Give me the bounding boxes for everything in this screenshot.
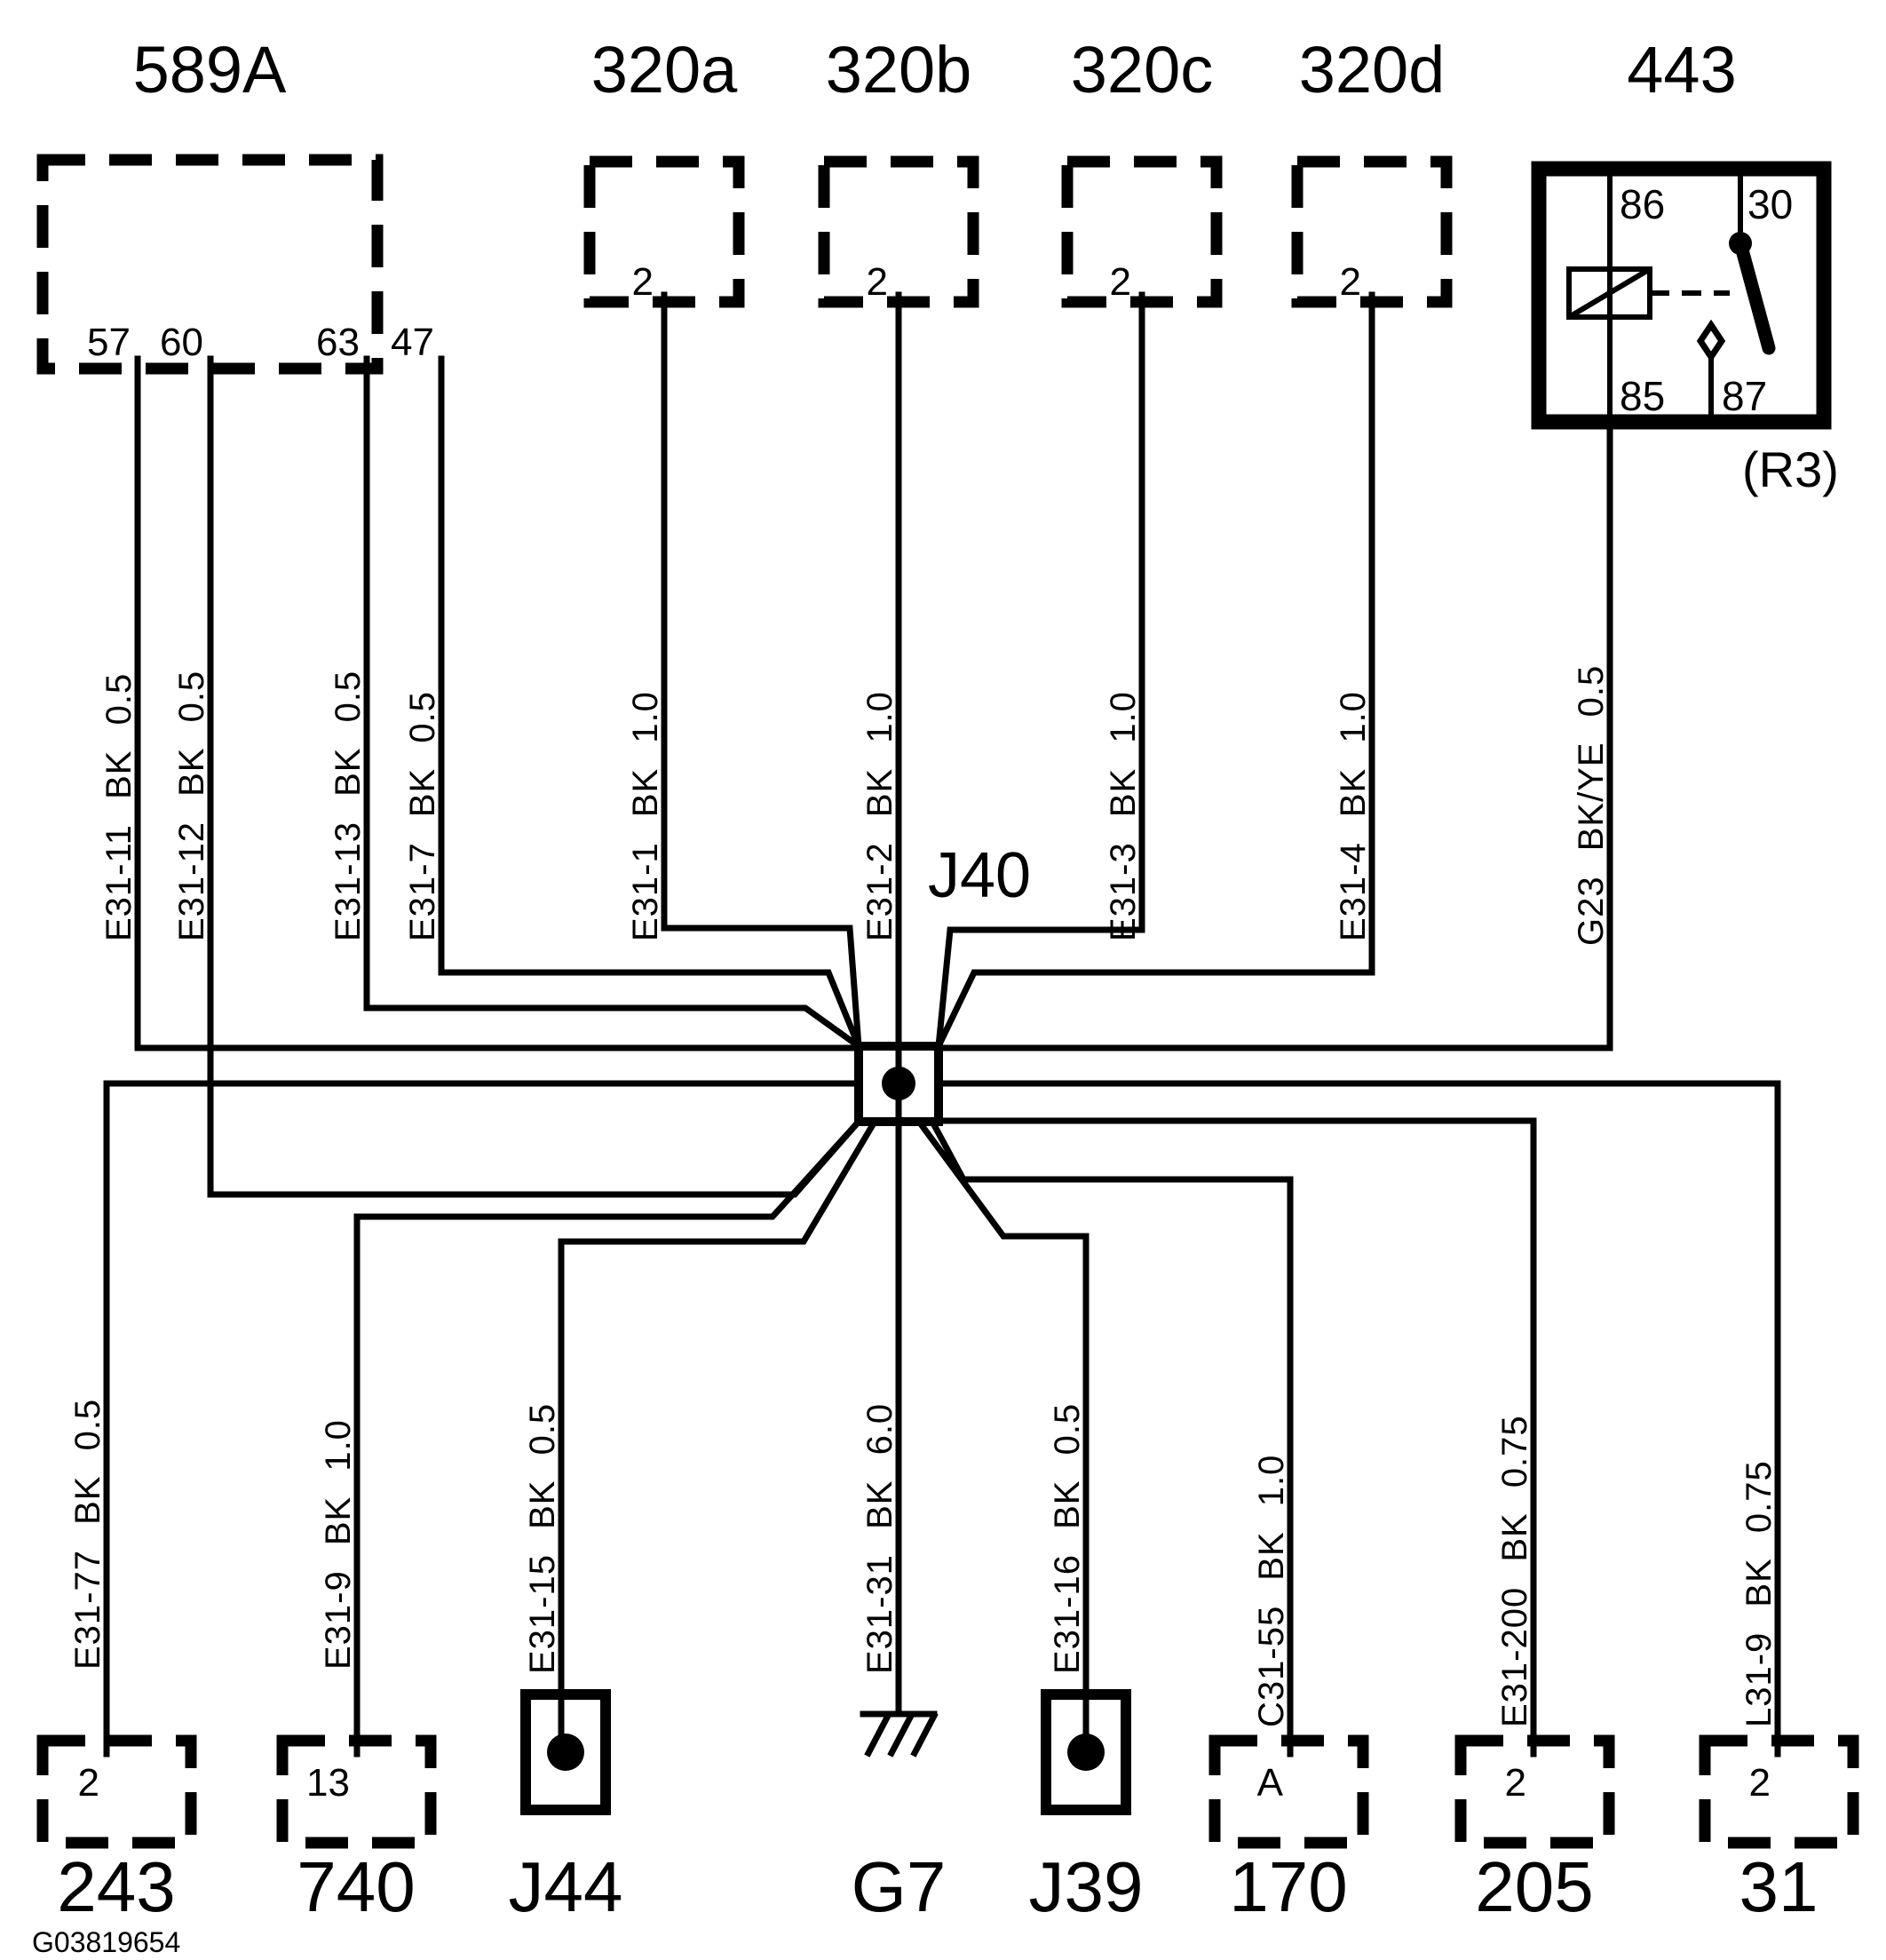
- splice-j44-box: [520, 1689, 611, 1815]
- pin-589a-57: 57: [87, 321, 131, 364]
- relay-contact-diamond-icon: [1696, 319, 1726, 363]
- connector-box-589a: [36, 154, 384, 375]
- relay-ref-r3: (R3): [1742, 441, 1839, 497]
- wire-e31-3: [935, 291, 1145, 1050]
- connector-box-320a: [583, 155, 745, 308]
- wire-label-e31-200: E31-200 BK 0.75: [1495, 1415, 1534, 1727]
- wire-label-c31-55: C31-55 BK 1.0: [1252, 1455, 1291, 1727]
- component-label-589a: 589A: [133, 33, 287, 107]
- wire-e31-11: [134, 355, 862, 1051]
- pin-589a-47: 47: [391, 321, 434, 364]
- wire-e31-4: [934, 291, 1375, 1051]
- pin-320a-2: 2: [632, 260, 654, 304]
- component-label-740: 740: [297, 1847, 415, 1926]
- component-label-320d: 320d: [1299, 33, 1446, 107]
- relay-pin-86: 86: [1620, 181, 1665, 227]
- connector-box-320b: [818, 155, 979, 308]
- connector-box-320c: [1061, 155, 1223, 308]
- wire-label-g23: G23 BK/YE 0.5: [1572, 665, 1611, 946]
- ground-symbol-g7-icon: [860, 1710, 939, 1758]
- connector-box-31: [1699, 1734, 1859, 1849]
- wire-label-e31-12: E31-12 BK 0.5: [172, 671, 211, 941]
- wire-label-e31-15: E31-15 BK 0.5: [523, 1403, 562, 1674]
- component-label-320a: 320a: [591, 33, 738, 107]
- relay-pin-30: 30: [1747, 181, 1793, 227]
- splice-j40: [854, 1042, 943, 1126]
- wire-e31-12: [207, 355, 863, 1198]
- connector-box-320d: [1291, 155, 1453, 308]
- pin-320b-2: 2: [867, 260, 888, 304]
- relay-switch-arm: [1733, 236, 1776, 355]
- pin-205-2: 2: [1505, 1761, 1526, 1805]
- wire-label-e31-1: E31-1 BK 1.0: [626, 691, 665, 941]
- wire-g23: [935, 414, 1613, 1051]
- diagram-id: G03819654: [32, 1926, 180, 1958]
- component-label-j39: J39: [1029, 1847, 1144, 1926]
- wire-e31-1: [661, 291, 862, 1050]
- pin-31-2: 2: [1749, 1761, 1771, 1805]
- component-label-31: 31: [1739, 1847, 1819, 1926]
- wire-label-e31-9: E31-9 BK 1.0: [319, 1419, 358, 1670]
- connector-box-740: [276, 1734, 437, 1849]
- component-label-205: 205: [1475, 1847, 1593, 1926]
- wire-label-e31-11: E31-11 BK 0.5: [99, 673, 139, 941]
- wire-label-e31-7: E31-7 BK 0.5: [403, 691, 442, 941]
- pin-243-2: 2: [78, 1761, 99, 1805]
- wire-label-e31-77: E31-77 BK 0.5: [68, 1399, 107, 1670]
- relay-443: 86 30 85 87 (R3): [1531, 161, 1839, 497]
- component-label-443: 443: [1627, 33, 1736, 107]
- splice-j40-label: J40: [928, 840, 1031, 911]
- wire-label-l31-9: L31-9 BK 0.75: [1739, 1460, 1779, 1727]
- connector-box-170: [1208, 1734, 1369, 1849]
- wire-e31-15: [558, 1117, 879, 1756]
- component-label-243: 243: [57, 1847, 175, 1926]
- wire-label-e31-16: E31-16 BK 0.5: [1048, 1403, 1087, 1674]
- splice-j40-box: [854, 1042, 943, 1126]
- splice-j39: [1041, 1689, 1131, 1815]
- splice-j39-dot: [1067, 1734, 1105, 1771]
- splice-j40-dot: [882, 1067, 915, 1100]
- component-label-j44: J44: [509, 1847, 623, 1926]
- connector-box-243: [36, 1734, 197, 1849]
- splice-j44: [520, 1689, 611, 1815]
- splice-j44-dot: [547, 1734, 584, 1771]
- wire-label-e31-2: E31-2 BK 1.0: [860, 691, 899, 941]
- pin-589a-60: 60: [160, 321, 203, 364]
- pin-170-a: A: [1257, 1761, 1284, 1805]
- wire-e31-77: [103, 1080, 862, 1758]
- pin-320c-2: 2: [1110, 260, 1131, 304]
- wire-l31-9: [935, 1080, 1781, 1758]
- pin-320d-2: 2: [1340, 260, 1361, 304]
- pin-740-13: 13: [306, 1761, 350, 1805]
- relay-pin-85: 85: [1620, 373, 1665, 419]
- relay-coil-diagonal: [1567, 266, 1652, 320]
- relay-pin-87: 87: [1722, 373, 1767, 419]
- component-label-320b: 320b: [826, 33, 972, 107]
- pin-589a-63: 63: [316, 321, 360, 364]
- wire-e31-13: [363, 355, 863, 1051]
- wire-label-e31-31: E31-31 BK 6.0: [860, 1403, 899, 1674]
- connector-box-205: [1454, 1734, 1615, 1849]
- wire-label-e31-3: E31-3 BK 1.0: [1104, 691, 1143, 941]
- wire-label-e31-13: E31-13 BK 0.5: [329, 671, 368, 941]
- component-label-320c: 320c: [1071, 33, 1213, 107]
- wire-c31-55: [928, 1117, 1294, 1758]
- wire-e31-7: [438, 355, 863, 1051]
- relay-box: [1531, 161, 1832, 430]
- splice-j39-box: [1041, 1689, 1131, 1815]
- component-label-g7: G7: [852, 1847, 947, 1926]
- wire-e31-200: [935, 1117, 1537, 1758]
- wire-e31-9: [353, 1117, 863, 1758]
- component-label-170: 170: [1229, 1847, 1347, 1926]
- wire-label-e31-4: E31-4 BK 1.0: [1334, 691, 1373, 941]
